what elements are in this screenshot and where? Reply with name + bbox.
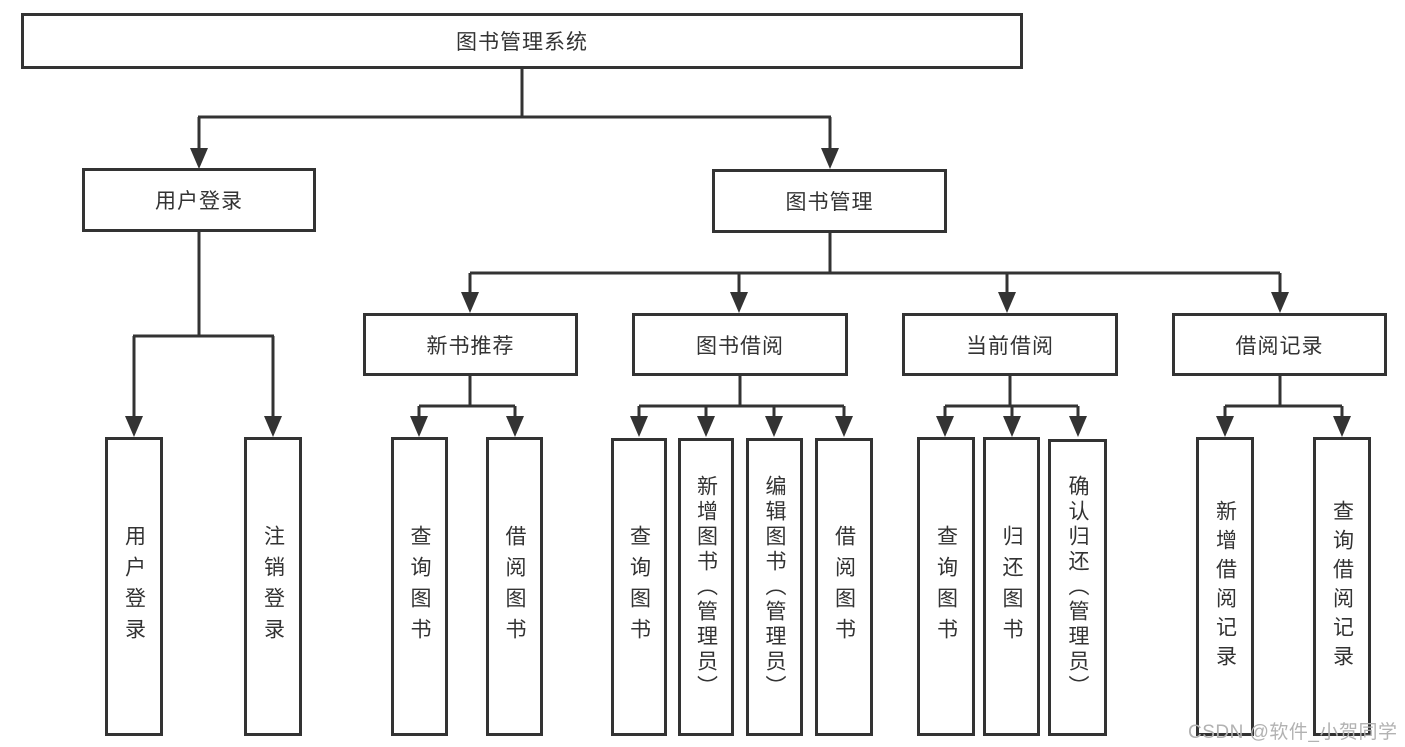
leaf-edit-book-admin: 编辑图书（管理员） <box>746 438 803 736</box>
leaf-borrow-books-recommend-label: 借阅图书 <box>503 524 526 649</box>
leaf-query-books-current-label: 查询图书 <box>934 524 958 649</box>
leaf-user-login: 用户登录 <box>105 437 163 736</box>
node-book-management: 图书管理 <box>712 169 947 233</box>
node-library-system: 图书管理系统 <box>21 13 1023 69</box>
leaf-query-books-borrow: 查询图书 <box>611 438 667 736</box>
leaf-user-login-label: 用户登录 <box>122 524 146 649</box>
leaf-query-borrow-record-label: 查询借阅记录 <box>1330 499 1354 674</box>
leaf-query-books-borrow-label: 查询图书 <box>627 525 651 649</box>
node-current-borrow: 当前借阅 <box>902 313 1118 376</box>
leaf-query-borrow-record: 查询借阅记录 <box>1313 437 1371 736</box>
leaf-add-book-admin-label: 新增图书（管理员） <box>694 474 718 700</box>
leaf-add-book-admin: 新增图书（管理员） <box>678 438 734 736</box>
node-new-book-recommend: 新书推荐 <box>363 313 578 376</box>
watermark-text: CSDN @软件_小贺同学 <box>1188 722 1398 743</box>
leaf-return-book: 归还图书 <box>983 437 1040 736</box>
leaf-confirm-return-admin-label: 确认归还（管理员） <box>1066 475 1089 700</box>
node-book-borrow: 图书借阅 <box>632 313 848 376</box>
leaf-add-borrow-record: 新增借阅记录 <box>1196 437 1254 736</box>
leaf-borrow-books-recommend: 借阅图书 <box>486 437 543 736</box>
leaf-logout: 注销登录 <box>244 437 302 736</box>
leaf-logout-label: 注销登录 <box>261 524 285 649</box>
leaf-query-books-recommend-label: 查询图书 <box>408 524 431 649</box>
node-borrow-records: 借阅记录 <box>1172 313 1387 376</box>
leaf-query-books-current: 查询图书 <box>917 437 975 736</box>
leaf-borrow-books: 借阅图书 <box>815 438 873 736</box>
leaf-confirm-return-admin: 确认归还（管理员） <box>1048 439 1107 736</box>
node-user-login: 用户登录 <box>82 168 316 232</box>
leaf-edit-book-admin-label: 编辑图书（管理员） <box>763 474 786 700</box>
leaf-return-book-label: 归还图书 <box>1000 524 1023 649</box>
leaf-borrow-books-label: 借阅图书 <box>832 525 856 649</box>
leaf-query-books-recommend: 查询图书 <box>391 437 448 736</box>
leaf-add-borrow-record-label: 新增借阅记录 <box>1213 499 1237 674</box>
